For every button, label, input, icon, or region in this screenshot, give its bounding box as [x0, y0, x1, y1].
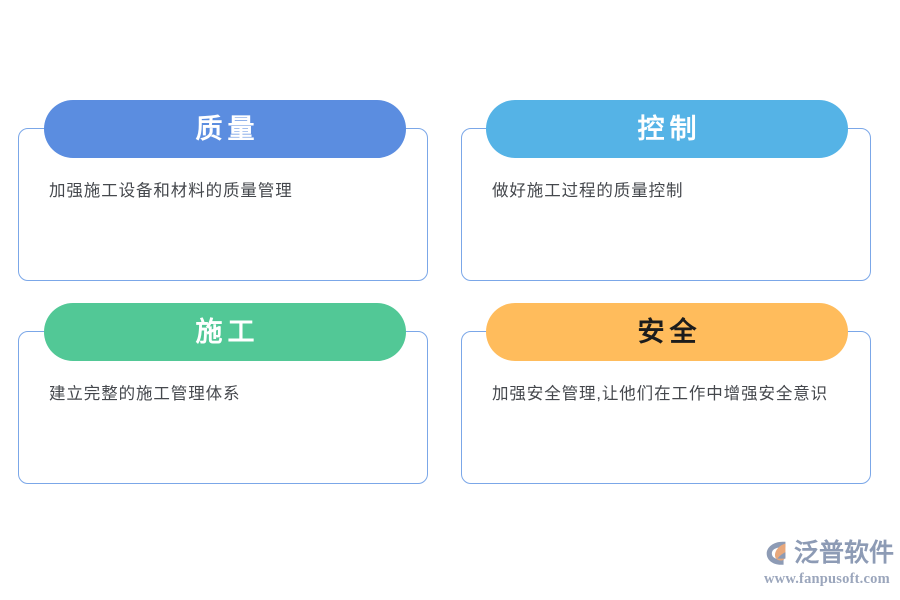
brand-watermark: 泛普软件 www.fanpusoft.com — [762, 536, 894, 592]
pill-header-quality: 质量 — [44, 100, 406, 158]
fanpu-logo-icon — [762, 538, 792, 568]
brand-name: 泛普软件 — [794, 538, 895, 567]
brand-url: www.fanpusoft.com — [764, 571, 890, 587]
card-control-body: 做好施工过程的质量控制 — [492, 182, 684, 200]
pill-header-control: 控制 — [486, 100, 848, 158]
card-safety-body: 加强安全管理,让他们在工作中增强安全意识 — [492, 385, 829, 403]
pill-header-construction: 施工 — [44, 303, 406, 361]
card-construction-body: 建立完整的施工管理体系 — [49, 385, 241, 403]
pill-header-safety: 安全 — [486, 303, 848, 361]
pill-label-safety: 安全 — [637, 316, 702, 347]
brand-top-row: 泛普软件 — [762, 536, 894, 570]
pill-label-construction: 施工 — [195, 316, 260, 347]
card-quality-body: 加强施工设备和材料的质量管理 — [49, 182, 293, 200]
pill-label-quality: 质量 — [195, 113, 260, 144]
pill-label-control: 控制 — [637, 113, 702, 144]
